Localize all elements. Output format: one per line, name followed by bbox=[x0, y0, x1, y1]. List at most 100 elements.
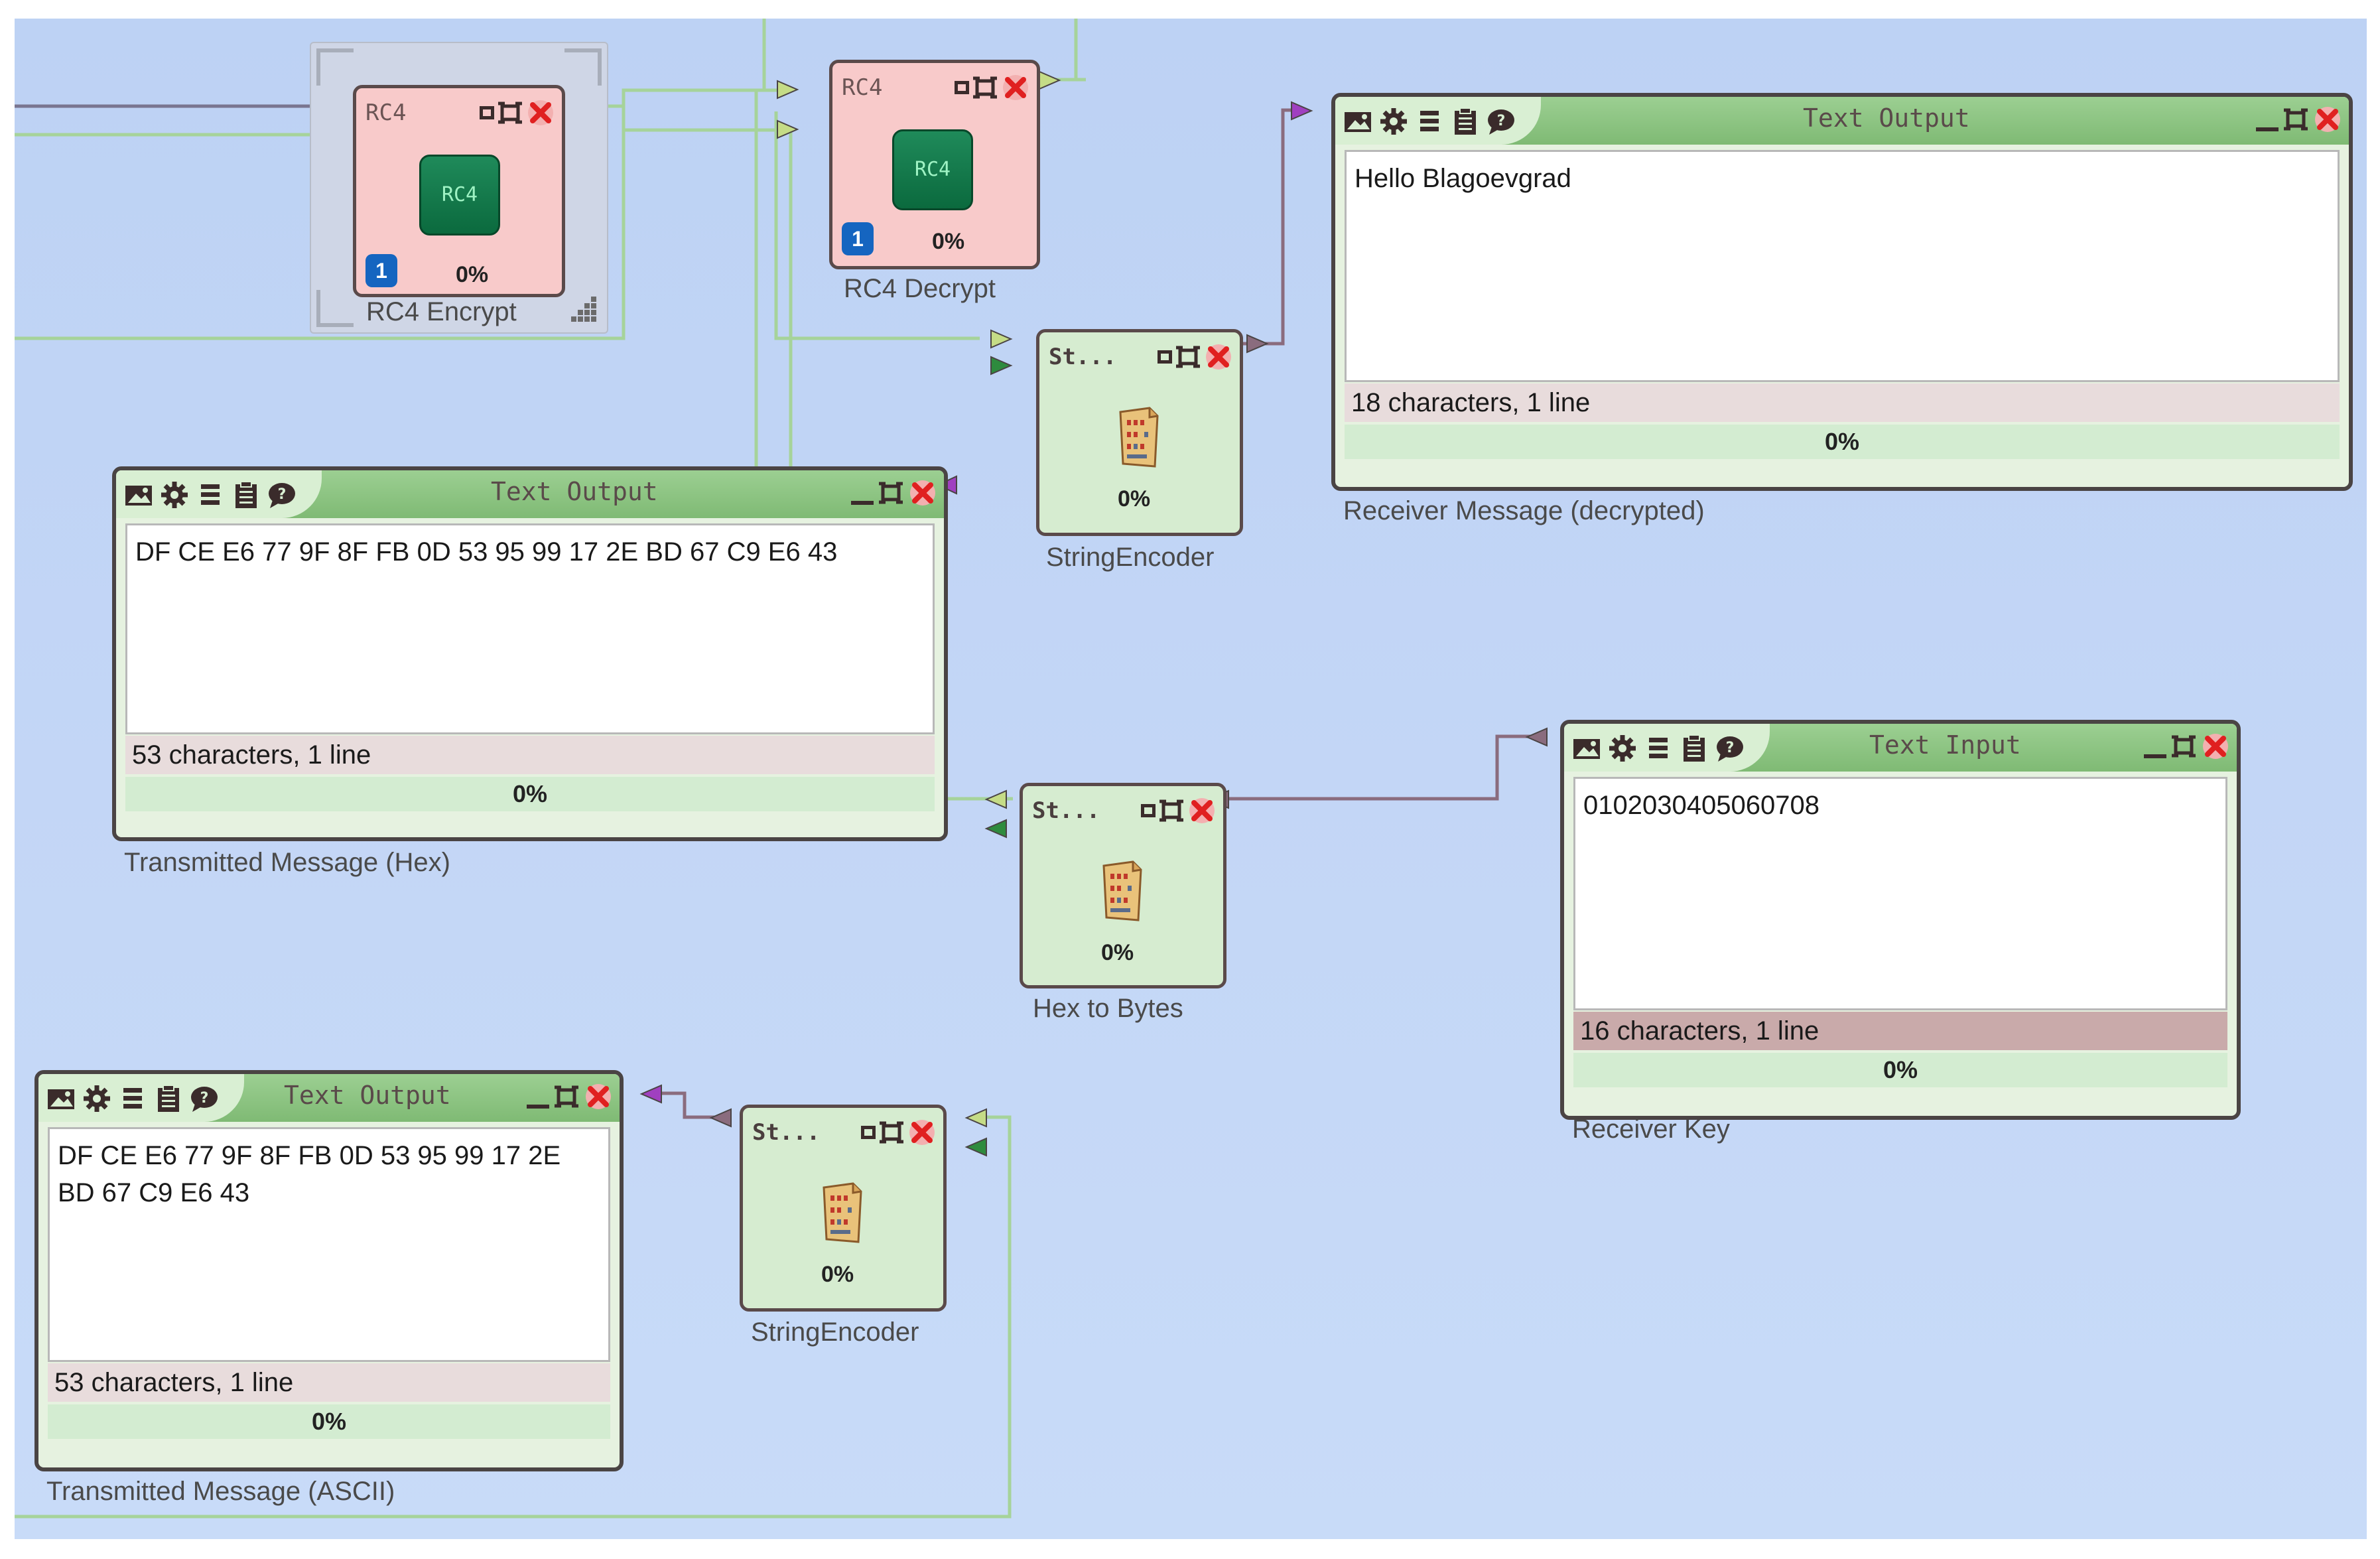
node-header[interactable]: RC4 bbox=[842, 70, 1030, 105]
help-speech-icon[interactable]: ? bbox=[1485, 105, 1517, 137]
node-title: St... bbox=[1049, 344, 1117, 370]
close-icon[interactable] bbox=[1187, 796, 1217, 825]
maximize-icon[interactable] bbox=[1158, 797, 1185, 824]
minimize-icon[interactable] bbox=[851, 501, 874, 505]
maximize-icon[interactable] bbox=[878, 480, 904, 506]
help-speech-icon[interactable]: ? bbox=[188, 1083, 220, 1115]
clipboard-icon[interactable] bbox=[153, 1083, 184, 1115]
clipboard-icon[interactable] bbox=[1678, 732, 1710, 764]
close-icon[interactable] bbox=[526, 98, 555, 127]
clipboard-icon[interactable] bbox=[1449, 105, 1481, 137]
transmitted-hex-panel[interactable]: ? Text Output DF CE E6 77 9F 8F FB 0D 53… bbox=[112, 466, 948, 841]
presentation-icon[interactable] bbox=[45, 1083, 77, 1115]
workspace-canvas[interactable]: RC4 RC4 1 0% RC4 Encrypt RC4 RC4 1 0% RC… bbox=[15, 19, 2367, 1539]
presentation-count-badge[interactable]: 1 bbox=[365, 254, 397, 287]
log-list-icon[interactable] bbox=[194, 479, 226, 511]
maximize-icon[interactable] bbox=[2282, 106, 2309, 133]
resize-grip-icon[interactable] bbox=[567, 293, 600, 326]
settings-gear-icon[interactable] bbox=[1378, 105, 1410, 137]
settings-gear-icon[interactable] bbox=[159, 479, 190, 511]
presentation-icon[interactable] bbox=[123, 479, 155, 511]
minimize-icon[interactable] bbox=[2144, 754, 2166, 758]
close-icon[interactable] bbox=[1204, 342, 1233, 372]
node-header[interactable]: St... bbox=[1032, 793, 1217, 829]
log-list-icon[interactable] bbox=[1414, 105, 1445, 137]
string-encoder-node[interactable]: St... 0% bbox=[740, 1105, 947, 1312]
close-icon[interactable] bbox=[584, 1082, 613, 1111]
minimize-icon[interactable] bbox=[1141, 804, 1156, 817]
text-input-field[interactable]: 0102030405060708 bbox=[1573, 777, 2227, 1010]
minimize-icon[interactable] bbox=[480, 106, 494, 119]
progress-bar: 0% bbox=[1345, 425, 2340, 459]
progress-text: 0% bbox=[1118, 486, 1151, 511]
minimize-icon[interactable] bbox=[861, 1126, 876, 1139]
minimize-icon[interactable] bbox=[2256, 127, 2279, 131]
node-label[interactable]: Hex to Bytes bbox=[1033, 994, 1183, 1023]
node-header[interactable]: St... bbox=[752, 1115, 937, 1150]
settings-gear-icon[interactable] bbox=[81, 1083, 113, 1115]
close-icon[interactable] bbox=[908, 478, 937, 508]
progress-text: 0% bbox=[821, 1262, 854, 1287]
presentation-icon[interactable] bbox=[1571, 732, 1603, 764]
help-speech-icon[interactable]: ? bbox=[266, 479, 298, 511]
transmitted-ascii-panel[interactable]: ? Text Output DF CE E6 77 9F 8F FB 0D 53… bbox=[34, 1070, 624, 1471]
maximize-icon[interactable] bbox=[2170, 733, 2197, 760]
panel-title: Text Output bbox=[1803, 103, 1970, 133]
string-encoder-node[interactable]: St... 0% bbox=[1036, 329, 1243, 536]
selection-corner bbox=[316, 290, 354, 327]
presentation-count-badge[interactable]: 1 bbox=[842, 222, 874, 255]
presentation-icon[interactable] bbox=[1342, 105, 1374, 137]
settings-gear-icon[interactable] bbox=[1607, 732, 1638, 764]
panel-toolbar-icons: ? bbox=[123, 478, 298, 511]
status-text: 53 characters, 1 line bbox=[48, 1363, 610, 1402]
selection-corner bbox=[564, 48, 602, 86]
encoder-document-icon bbox=[1119, 407, 1159, 468]
node-header[interactable]: St... bbox=[1049, 339, 1233, 375]
node-title: RC4 bbox=[842, 74, 883, 101]
panel-label[interactable]: Receiver Key bbox=[1572, 1115, 1730, 1144]
status-text: 16 characters, 1 line bbox=[1573, 1012, 2227, 1050]
maximize-icon[interactable] bbox=[553, 1083, 580, 1110]
receiver-key-panel[interactable]: ? Text Input 0102030405060708 16 charact… bbox=[1560, 720, 2241, 1120]
panel-label[interactable]: Transmitted Message (ASCII) bbox=[46, 1477, 395, 1506]
rc4-encrypt-node[interactable]: RC4 RC4 1 0% bbox=[353, 85, 565, 297]
minimize-icon[interactable] bbox=[527, 1105, 549, 1109]
progress-bar: 0% bbox=[125, 777, 935, 811]
receiver-message-panel[interactable]: ? Text Output Hello Blagoevgrad 18 chara… bbox=[1331, 93, 2353, 491]
node-label[interactable]: StringEncoder bbox=[751, 1318, 919, 1347]
log-list-icon[interactable] bbox=[1642, 732, 1674, 764]
clipboard-icon[interactable] bbox=[230, 479, 262, 511]
help-speech-icon[interactable]: ? bbox=[1714, 732, 1746, 764]
rc4-chip-icon: RC4 bbox=[892, 129, 973, 210]
panel-title: Text Output bbox=[491, 477, 658, 506]
close-icon[interactable] bbox=[1001, 73, 1030, 102]
progress-text: 0% bbox=[456, 262, 489, 287]
log-list-icon[interactable] bbox=[117, 1083, 149, 1115]
close-icon[interactable] bbox=[2201, 732, 2230, 761]
panel-label[interactable]: Receiver Message (decrypted) bbox=[1343, 496, 1705, 525]
node-label[interactable]: StringEncoder bbox=[1046, 543, 1215, 572]
minimize-icon[interactable] bbox=[955, 81, 969, 94]
text-output-area[interactable]: DF CE E6 77 9F 8F FB 0D 53 95 99 17 2E B… bbox=[48, 1127, 610, 1362]
node-label[interactable]: RC4 Encrypt bbox=[366, 297, 517, 326]
panel-toolbar-icons: ? bbox=[1571, 732, 1746, 765]
node-header[interactable]: RC4 bbox=[365, 95, 555, 131]
maximize-icon[interactable] bbox=[1175, 344, 1201, 370]
window-controls bbox=[527, 1082, 613, 1111]
maximize-icon[interactable] bbox=[878, 1119, 905, 1146]
text-output-area[interactable]: DF CE E6 77 9F 8F FB 0D 53 95 99 17 2E B… bbox=[125, 523, 935, 734]
window-controls bbox=[851, 478, 937, 508]
close-icon[interactable] bbox=[907, 1118, 937, 1147]
panel-label[interactable]: Transmitted Message (Hex) bbox=[124, 848, 450, 877]
hex-to-bytes-node[interactable]: St... 0% bbox=[1020, 783, 1226, 988]
rc4-decrypt-node[interactable]: RC4 RC4 1 0% bbox=[829, 60, 1040, 269]
close-icon[interactable] bbox=[2313, 105, 2342, 134]
encoder-document-icon bbox=[823, 1182, 862, 1243]
panel-toolbar-icons: ? bbox=[1342, 105, 1517, 138]
progress-text: 0% bbox=[932, 229, 965, 254]
maximize-icon[interactable] bbox=[497, 100, 523, 126]
node-label[interactable]: RC4 Decrypt bbox=[844, 274, 996, 303]
text-output-area[interactable]: Hello Blagoevgrad bbox=[1345, 150, 2340, 382]
maximize-icon[interactable] bbox=[972, 74, 998, 101]
minimize-icon[interactable] bbox=[1157, 350, 1172, 364]
